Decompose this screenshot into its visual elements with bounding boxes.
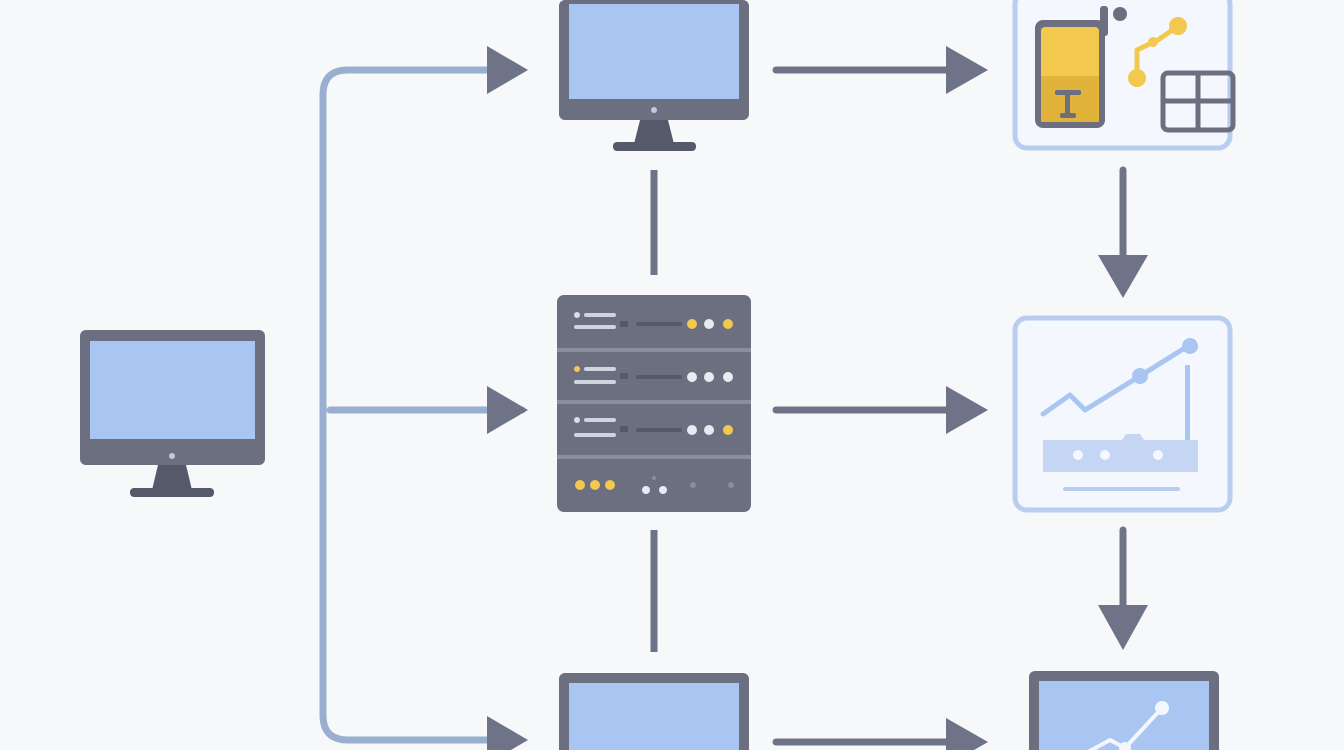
arrow-down-head-2: [1098, 605, 1148, 650]
client-monitor-icon: [80, 330, 265, 497]
mobile-phone-icon: [1035, 6, 1127, 128]
server-unit-2: [574, 366, 733, 384]
server-unit-3: [574, 417, 733, 437]
server-rack-icon: [557, 295, 751, 512]
server-unit-1: [574, 312, 733, 329]
app-tools-card-icon: [1012, 0, 1236, 151]
arrow-mid-head: [946, 386, 988, 434]
top-monitor-icon: [559, 0, 749, 151]
trend-line-icon: [1040, 343, 1191, 417]
connectors: [319, 46, 1148, 750]
node-graph-icon: [1128, 17, 1187, 87]
branch-trunk-line: [319, 66, 514, 744]
arrow-down-head-1: [1098, 255, 1148, 298]
grid-table-icon: [1160, 70, 1236, 133]
analytics-monitor-icon: [1029, 671, 1219, 750]
arrow-bottom-head: [946, 718, 988, 750]
arrow-to-bottom-monitor: [487, 716, 528, 750]
monitor-trend-line-icon: [1087, 706, 1164, 750]
server-unit-4: [575, 476, 734, 494]
arrow-to-top-monitor: [487, 46, 528, 94]
arrow-to-server-head: [487, 386, 528, 434]
bottom-monitor-icon: [559, 673, 749, 750]
arrow-top-head: [946, 46, 988, 94]
analytics-card-icon: [1012, 315, 1233, 513]
